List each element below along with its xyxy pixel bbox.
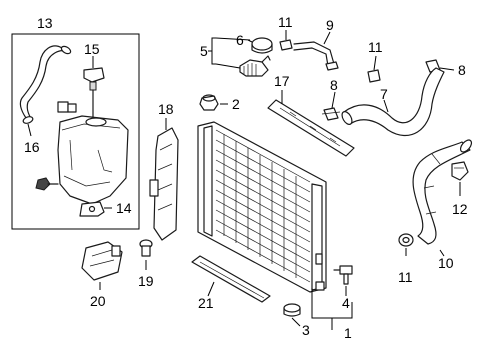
reservoir-hose (19, 45, 72, 124)
lower-cushion (283, 303, 301, 317)
lower-radiator-hose (412, 139, 473, 245)
core-fins (215, 129, 311, 283)
hose-clamp-lower (398, 233, 414, 247)
callout-15: 15 (84, 41, 100, 57)
radiator-support-bar (267, 99, 355, 157)
side-air-seal (149, 127, 179, 241)
callout-1: 1 (344, 325, 352, 341)
callout-6: 6 (236, 32, 244, 48)
reservoir-tank (57, 115, 129, 205)
callout-20: 20 (90, 293, 106, 309)
callout-4: 4 (342, 295, 350, 311)
callout-21: 21 (198, 295, 214, 311)
callout-13: 13 (37, 15, 53, 31)
callout-9: 9 (326, 17, 334, 33)
hose-clamp-left (321, 107, 341, 121)
callout-8-left: 8 (330, 77, 338, 93)
callout-16: 16 (24, 139, 40, 155)
hose-clamp-upper (279, 39, 293, 51)
tank-connector (57, 101, 77, 113)
drain-cock (333, 265, 353, 285)
hose-clamp-mid (367, 69, 381, 83)
reservoir-bracket (79, 201, 105, 217)
radiator-core (197, 121, 327, 293)
callout-11-upper: 11 (278, 14, 293, 30)
callout-5: 5 (200, 43, 208, 59)
callout-3: 3 (302, 322, 310, 338)
retainer-clip (139, 239, 153, 257)
reservoir-bolt (35, 177, 59, 191)
callout-11-lower: 11 (398, 269, 413, 285)
reservoir-cap (83, 67, 105, 119)
mounting-bracket (81, 241, 123, 281)
callout-2: 2 (232, 96, 240, 112)
callout-17: 17 (274, 73, 290, 89)
callout-12: 12 (452, 201, 468, 217)
callout-14: 14 (116, 200, 132, 216)
overflow-hose (293, 41, 339, 71)
hose-clip (451, 161, 469, 181)
callout-19: 19 (138, 273, 154, 289)
radiator-cap (251, 37, 273, 54)
lower-support-bar (191, 255, 271, 303)
filler-neck (239, 55, 271, 77)
reservoir-inset-box (11, 33, 140, 230)
callout-10: 10 (438, 255, 454, 271)
callout-11-mid: 11 (368, 39, 383, 55)
upper-cushion (199, 94, 219, 111)
callout-8-right: 8 (458, 62, 466, 78)
callout-18: 18 (158, 101, 174, 117)
callout-7: 7 (380, 86, 388, 102)
upper-radiator-hose (341, 67, 445, 136)
